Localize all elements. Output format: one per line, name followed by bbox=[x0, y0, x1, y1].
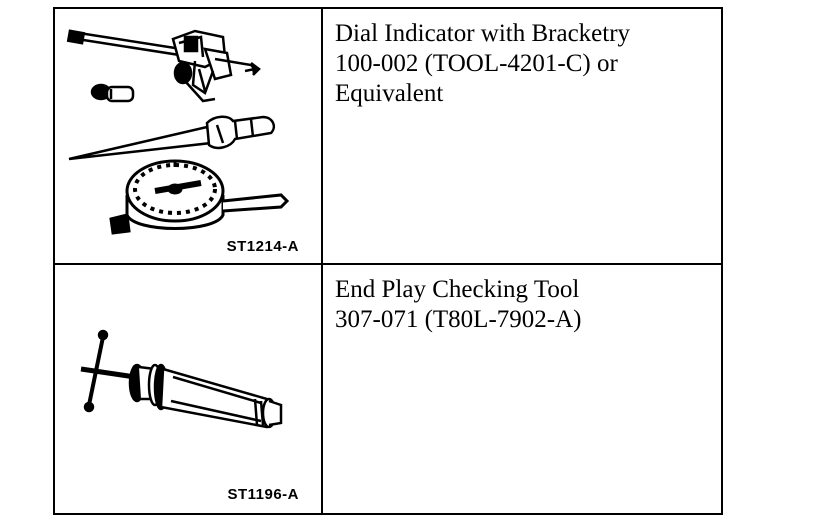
tool-image-cell: ST1196-A bbox=[55, 265, 323, 513]
tool-description: Dial Indicator with Bracketry 100-002 (T… bbox=[323, 9, 721, 263]
figure-code: ST1196-A bbox=[227, 486, 299, 503]
tool-part-number: 100-002 (TOOL-4201-C) or bbox=[335, 50, 618, 77]
tool-name: Dial Indicator with Bracketry bbox=[335, 20, 631, 47]
tool-part-number: 307-071 (T80L-7902-A) bbox=[335, 306, 582, 333]
dial-indicator-icon bbox=[66, 29, 290, 235]
tool-description: End Play Checking Tool 307-071 (T80L-790… bbox=[323, 265, 721, 513]
tool-row-dial-indicator: ST1214-A Dial Indicator with Bracketry 1… bbox=[55, 9, 721, 265]
tool-equivalent-note: Equivalent bbox=[335, 80, 444, 107]
tool-table: ST1214-A Dial Indicator with Bracketry 1… bbox=[53, 7, 723, 515]
figure-code: ST1214-A bbox=[226, 238, 299, 255]
tool-name: End Play Checking Tool bbox=[335, 276, 580, 303]
end-play-checking-tool-icon bbox=[80, 329, 283, 429]
tool-image-cell: ST1214-A bbox=[55, 9, 323, 263]
tool-row-end-play-checking-tool: ST1196-A End Play Checking Tool 307-071 … bbox=[55, 265, 721, 513]
